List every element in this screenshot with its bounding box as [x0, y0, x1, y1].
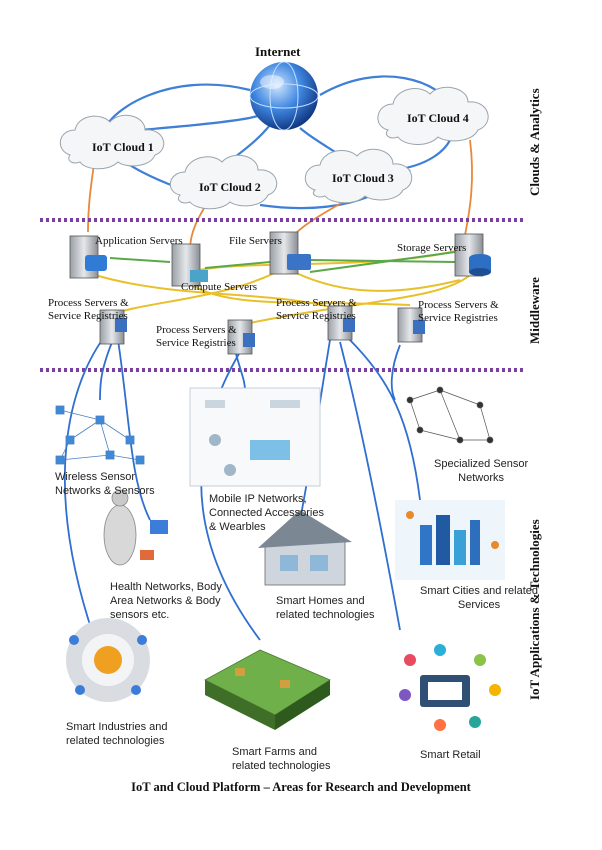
- process-servers-label-2: Process Servers & Service Registries: [156, 324, 237, 349]
- smart-farms-image: [204, 649, 331, 730]
- iot-cloud-4-label: IoT Cloud 4: [407, 111, 469, 125]
- health-networks-label: Health Networks, Body Area Networks & Bo…: [110, 581, 222, 621]
- process-server-4-icon: [397, 307, 425, 343]
- iot-cloud-3-label: IoT Cloud 3: [332, 171, 394, 185]
- iot-cloud-2-label: IoT Cloud 2: [199, 180, 261, 194]
- smart-homes-label: Smart Homes and related technologies: [276, 595, 375, 621]
- file-server-icon: [269, 231, 311, 275]
- application-servers-label: Application Servers: [95, 235, 183, 247]
- specialized-sensor-network-image: [406, 386, 494, 444]
- smart-homes-image: [258, 510, 352, 586]
- wireless-sensor-label: Wireless Sensor Networks & Sensors: [55, 471, 155, 497]
- smart-farms-label: Smart Farms and related technologies: [232, 746, 331, 772]
- compute-servers-label: Compute Servers: [181, 281, 258, 293]
- smart-retail-label: Smart Retail: [420, 749, 481, 761]
- middleware-links: [94, 249, 471, 326]
- smart-industries-label: Smart Industries and related technologie…: [66, 721, 168, 747]
- smart-retail-image: [399, 644, 501, 731]
- internet-label: Internet: [255, 44, 301, 59]
- side-label-iot: IoT Applications & Technologies: [527, 519, 542, 700]
- process-server-1-icon: [99, 309, 127, 345]
- iot-cloud-1-icon: [60, 114, 165, 170]
- mobile-ip-label: Mobile IP Networks, Connected Accessorie…: [209, 493, 324, 533]
- compute-server-icon: [171, 243, 208, 287]
- internet-globe-icon: [249, 61, 319, 131]
- iot-cloud-3-icon: [305, 148, 413, 204]
- smart-industries-image: [66, 618, 150, 702]
- side-label-clouds: Clouds & Analytics: [527, 88, 542, 196]
- specialized-sensor-label: Specialized Sensor Networks: [434, 458, 529, 484]
- process-server-2-icon: [227, 319, 255, 355]
- process-server-3-icon: [327, 305, 355, 341]
- file-servers-label: File Servers: [229, 235, 282, 247]
- iot-cloud-4-icon: [377, 86, 489, 145]
- mobile-ip-networks-image: [189, 387, 321, 487]
- side-label-middleware: Middleware: [527, 277, 542, 344]
- application-server-icon: [69, 235, 107, 279]
- health-networks-image: [103, 489, 168, 566]
- smart-cities-image: [395, 500, 505, 580]
- smart-cities-label: Smart Cities and related Services: [420, 585, 538, 611]
- storage-server-icon: [454, 233, 491, 277]
- process-servers-label-1: Process Servers & Service Registries: [48, 297, 129, 322]
- iot-cloud-2-icon: [170, 154, 278, 210]
- diagram-caption: IoT and Cloud Platform – Areas for Resea…: [131, 780, 471, 794]
- process-servers-label-4: Process Servers & Service Registries: [418, 299, 499, 324]
- process-servers-label-3: Process Servers & Service Registries: [276, 297, 357, 322]
- iot-cloud-1-label: IoT Cloud 1: [92, 140, 154, 154]
- storage-servers-label: Storage Servers: [397, 242, 467, 254]
- middleware-arrows: [109, 251, 456, 273]
- wireless-sensor-network-image: [55, 405, 145, 465]
